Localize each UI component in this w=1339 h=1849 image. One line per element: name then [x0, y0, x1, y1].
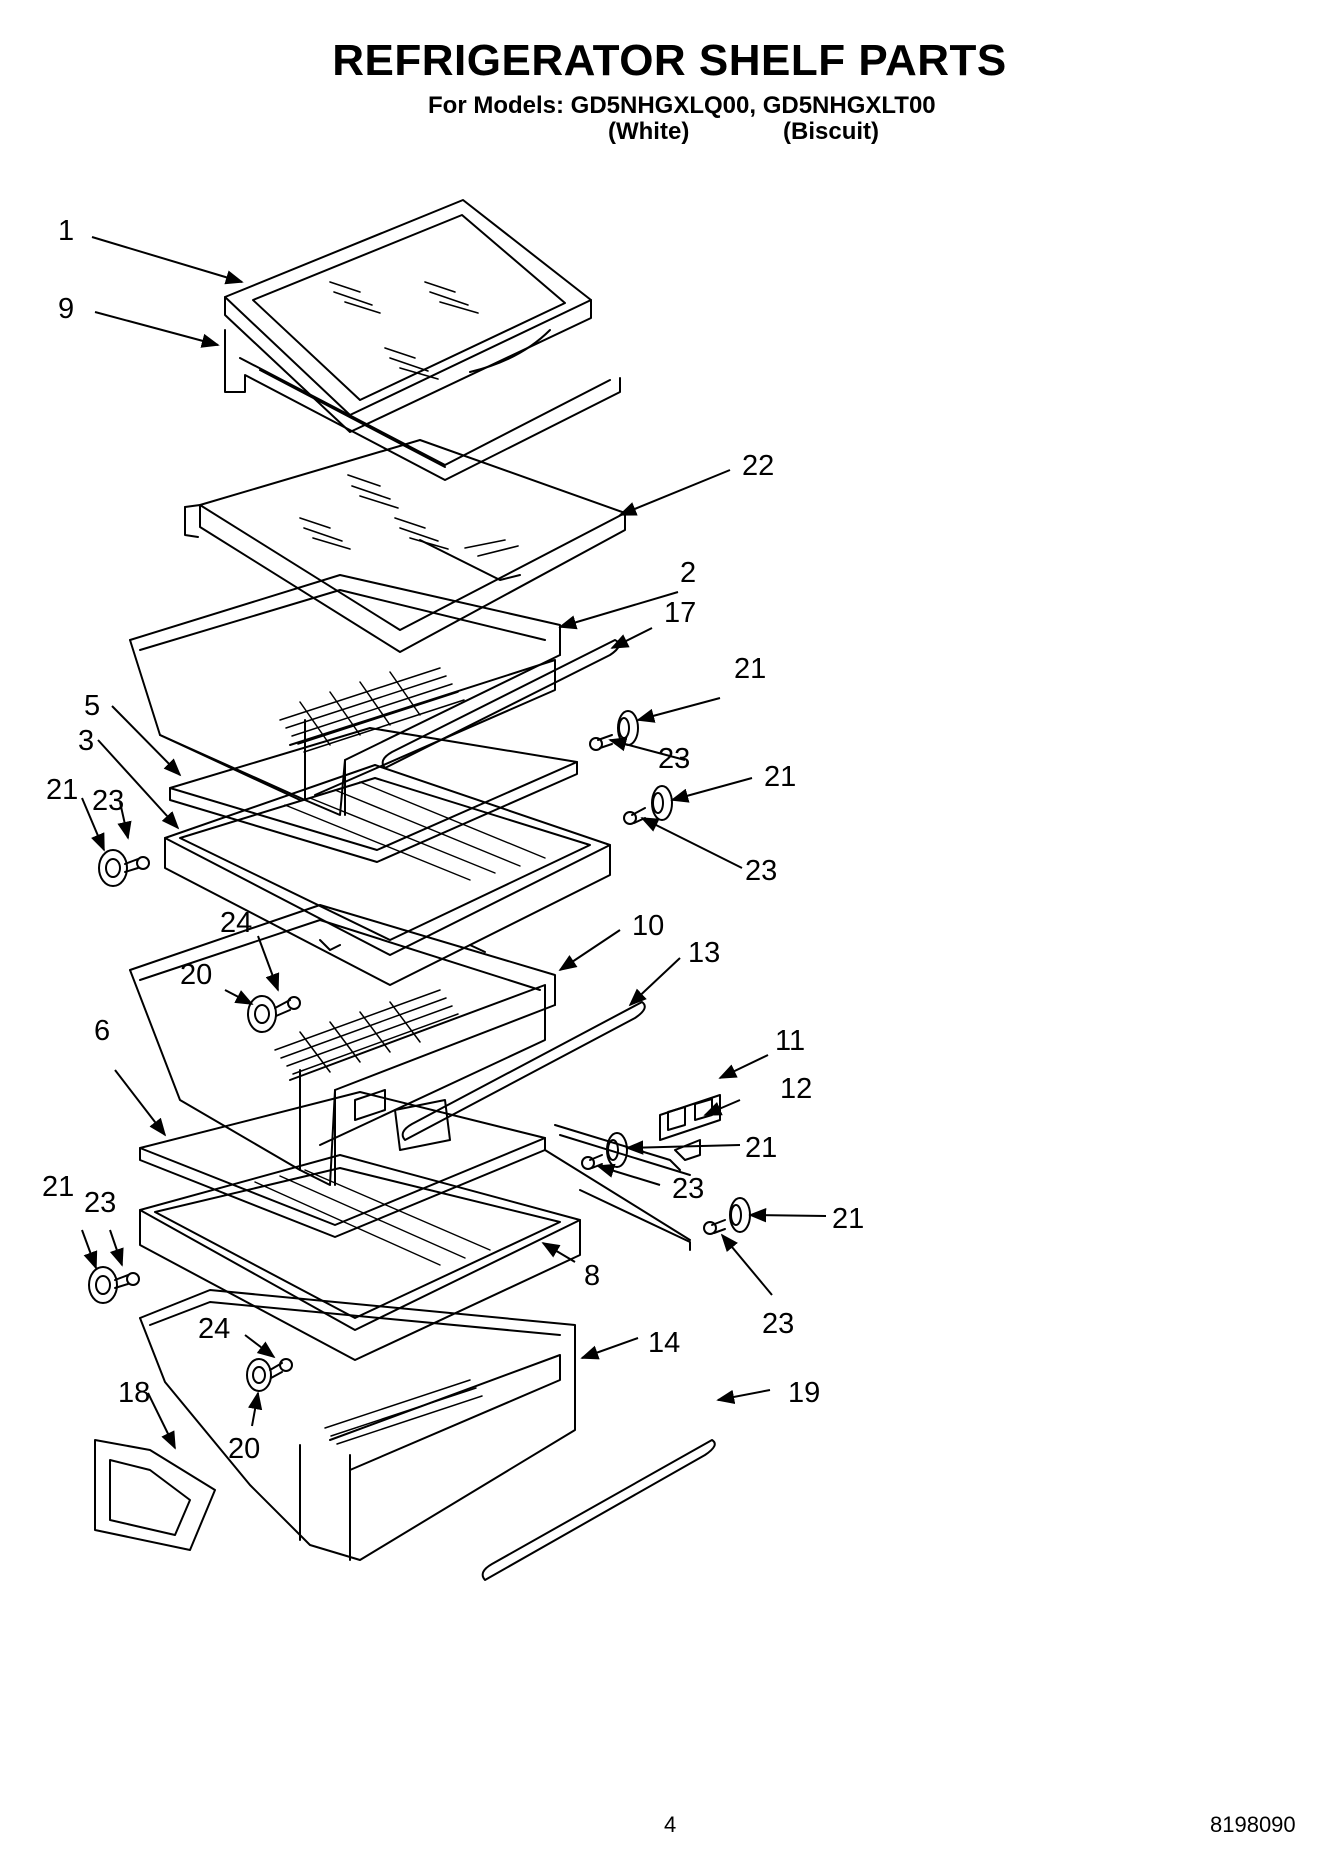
- axle-parts: [114, 734, 726, 1379]
- callout-12: 12: [780, 1073, 812, 1105]
- lower-crisper-drawer-part: [129, 904, 556, 1186]
- bottom-pan-handle-part: [481, 1439, 716, 1581]
- lower-crisper-frame-part: [139, 1134, 691, 1361]
- page-title: REFRIGERATOR SHELF PARTS: [332, 36, 1007, 85]
- upper-crisper-frame-part: [164, 764, 611, 986]
- callout-23: 23: [658, 743, 690, 775]
- callout-21: 21: [734, 653, 766, 685]
- callout-21: 21: [46, 774, 78, 806]
- callout-23: 23: [762, 1308, 794, 1340]
- callout-6: 6: [94, 1015, 110, 1047]
- callout-21: 21: [745, 1132, 777, 1164]
- lower-crisper-cover-part: [139, 1091, 546, 1238]
- bottom-pan-part: [139, 1289, 576, 1561]
- shelf-frame-part: [224, 329, 621, 481]
- callout-8: 8: [584, 1260, 600, 1292]
- label-plate-part: [94, 1439, 216, 1551]
- leader-lines: [81, 236, 827, 1450]
- callout-20: 20: [180, 959, 212, 991]
- callout-23: 23: [672, 1173, 704, 1205]
- callout-17: 17: [664, 597, 696, 629]
- glass-shelf-part: [184, 439, 626, 653]
- variant-biscuit-label: (Biscuit): [783, 118, 879, 145]
- lower-drawer-handle-part: [401, 1001, 646, 1141]
- callout-19: 19: [788, 1377, 820, 1409]
- callout-14: 14: [648, 1327, 680, 1359]
- variant-white-label: (White): [608, 118, 690, 145]
- callout-21: 21: [42, 1171, 74, 1203]
- callout-18: 18: [118, 1377, 150, 1409]
- wheel-parts: [88, 710, 751, 1392]
- models-line: For Models: GD5NHGXLQ00, GD5NHGXLT00: [428, 92, 936, 119]
- callout-3: 3: [78, 725, 94, 757]
- page-number: 4: [664, 1812, 677, 1837]
- callout-24: 24: [220, 907, 252, 939]
- callout-21: 21: [832, 1203, 864, 1235]
- callout-23: 23: [84, 1187, 116, 1219]
- callout-9: 9: [58, 293, 74, 325]
- callout-23: 23: [92, 785, 124, 817]
- upper-crisper-cover-part: [169, 727, 578, 863]
- callout-21: 21: [764, 761, 796, 793]
- top-shelf-glass-part: [224, 199, 592, 433]
- callout-24: 24: [198, 1313, 230, 1345]
- callout-5: 5: [84, 690, 100, 722]
- callout-10: 10: [632, 910, 664, 942]
- callout-22: 22: [742, 450, 774, 482]
- callout-2: 2: [680, 557, 696, 589]
- clip-parts: [554, 1094, 721, 1251]
- callout-23: 23: [745, 855, 777, 887]
- callout-labels: 1 9 22 2 17 21 5 3 23 21 23 21 23 24 10 …: [42, 215, 864, 1465]
- callout-11: 11: [775, 1025, 805, 1057]
- callout-13: 13: [688, 937, 720, 969]
- document-number: 8198090: [1210, 1812, 1296, 1837]
- callout-1: 1: [58, 215, 74, 247]
- callout-20: 20: [228, 1433, 260, 1465]
